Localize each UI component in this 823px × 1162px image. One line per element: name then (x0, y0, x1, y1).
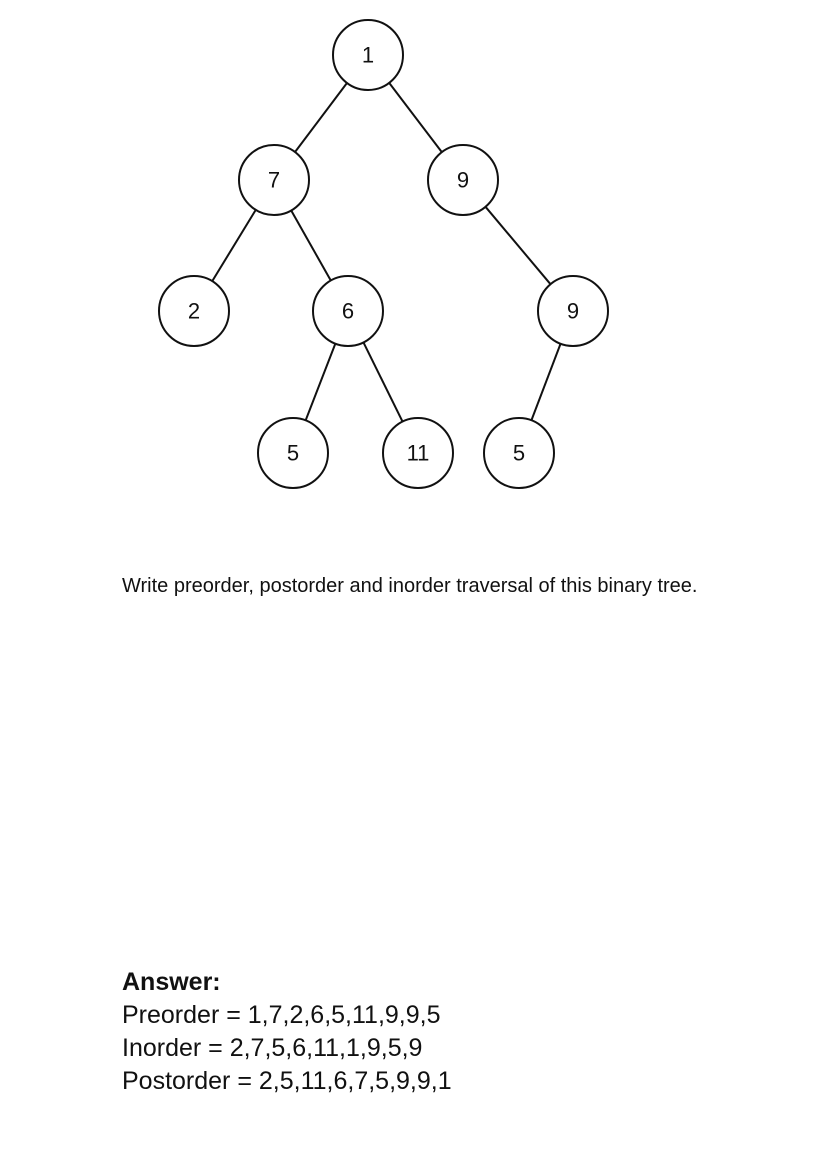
tree-node-n5a: 5 (257, 417, 329, 489)
tree-node-n11: 11 (382, 417, 454, 489)
tree-node-label: 5 (513, 441, 525, 466)
answer-heading: Answer: (122, 968, 221, 996)
tree-node-label: 1 (362, 43, 374, 68)
tree-edge-n9b-n5b (530, 343, 562, 421)
tree-node-circle (312, 275, 384, 347)
tree-edge-n6-n11 (362, 341, 404, 423)
tree-node-n2: 2 (158, 275, 230, 347)
tree-node-circle (257, 417, 329, 489)
tree-node-n5b: 5 (483, 417, 555, 489)
tree-node-circle (238, 144, 310, 216)
tree-node-n9a: 9 (427, 144, 499, 216)
tree-node-label: 6 (342, 299, 354, 324)
tree-edge-n7-n2 (211, 209, 257, 282)
tree-edge-n9a-n9b (484, 206, 552, 285)
postorder-line: Postorder = 2,5,11,6,7,5,9,9,1 (122, 1067, 452, 1095)
tree-nodes: 1 7 9 2 6 9 5 11 5 (158, 19, 609, 489)
inorder-line: Inorder = 2,7,5,6,11,1,9,5,9 (122, 1034, 423, 1062)
binary-tree-diagram: 1 7 9 2 6 9 5 11 5 (158, 19, 609, 489)
tree-node-label: 9 (457, 168, 469, 193)
tree-edge-n1-n7 (294, 82, 348, 153)
tree-node-circle (537, 275, 609, 347)
tree-node-circle (427, 144, 499, 216)
tree-node-n1: 1 (332, 19, 404, 91)
answer-block: Answer: Preorder = 1,7,2,6,5,11,9,9,5 In… (122, 966, 452, 1098)
tree-node-label: 9 (567, 299, 579, 324)
tree-node-n9b: 9 (537, 275, 609, 347)
tree-node-label: 7 (268, 168, 280, 193)
tree-node-n6: 6 (312, 275, 384, 347)
tree-node-n7: 7 (238, 144, 310, 216)
tree-node-circle (382, 417, 454, 489)
tree-node-label: 5 (287, 441, 299, 466)
tree-edge-n1-n9a (388, 82, 443, 153)
tree-node-circle (332, 19, 404, 91)
tree-node-circle (483, 417, 555, 489)
tree-node-label: 11 (407, 441, 430, 466)
tree-edge-n7-n6 (290, 209, 332, 282)
preorder-line: Preorder = 1,7,2,6,5,11,9,9,5 (122, 1001, 441, 1029)
question-text: Write preorder, postorder and inorder tr… (122, 575, 698, 597)
tree-edges (211, 82, 562, 423)
tree-node-label: 2 (188, 299, 200, 324)
tree-node-circle (158, 275, 230, 347)
tree-edge-n6-n5a (304, 343, 337, 421)
